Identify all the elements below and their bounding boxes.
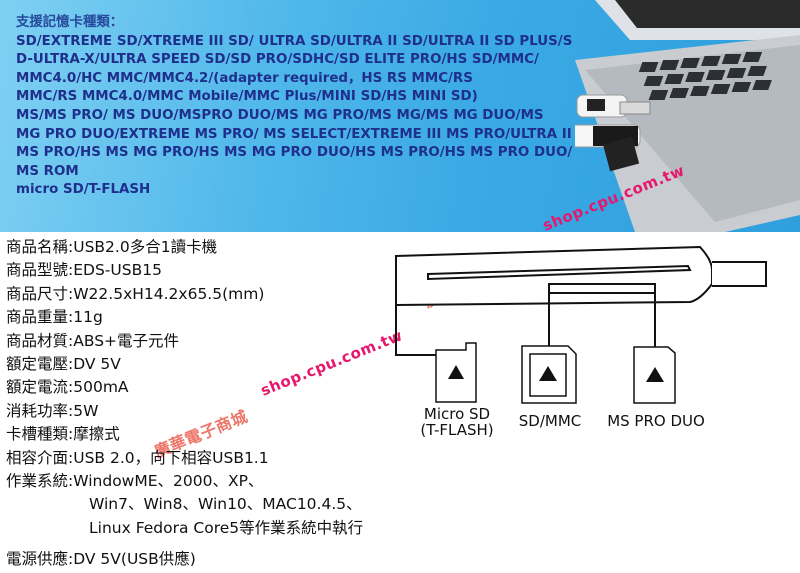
spec-row: 商品型號: EDS-USB15 <box>6 259 436 282</box>
label-microsd-line2: (T-FLASH) <box>420 421 494 439</box>
spec-row: 商品重量: 11g <box>6 306 436 329</box>
sd-card-icon <box>521 345 577 404</box>
spec-label: 額定電壓: <box>6 354 74 373</box>
spec-label: 相容介面: <box>6 448 74 467</box>
label-sdmmc: SD/MMC <box>518 412 582 430</box>
spec-row: 相容介面: USB 2.0，向下相容USB1.1 <box>6 447 436 470</box>
reader-slot-lower <box>548 283 656 294</box>
banner-line: MG PRO DUO/EXTREME MS PRO/ MS SELECT/EXT… <box>16 126 572 142</box>
spec-row: 卡槽種類: 摩擦式 <box>6 423 436 446</box>
banner-line: MMC4.0/HC MMC/MMC4.2/(adapter required，H… <box>16 70 473 86</box>
spec-value: EDS-USB15 <box>73 261 162 280</box>
spec-row: 額定電流: 500mA <box>6 376 436 399</box>
banner-line: MMC/RS MMC4.0/MMC Mobile/MMC Plus/MINI S… <box>16 89 478 105</box>
spec-label: 電源供應: <box>6 550 74 569</box>
spec-value: ABS+電子元件 <box>73 331 180 350</box>
ms-pro-duo-card-icon <box>633 346 676 404</box>
banner-title: 支援記憶卡種類： <box>16 15 124 30</box>
banner-line: MS PRO/HS MS MG PRO/HS MS MG PRO DUO/HS … <box>16 145 573 161</box>
spec-row: 額定電壓: DV 5V <box>6 353 436 376</box>
spec-value: WindowME、2000、XP、 <box>73 471 264 490</box>
microsd-card-icon <box>435 342 477 403</box>
label-microsd: Micro SD (T-FLASH) <box>418 406 496 438</box>
spec-row: 消耗功率: 5W <box>6 400 436 423</box>
spec-value: 500mA <box>73 378 129 397</box>
spec-label: 商品尺寸: <box>6 284 74 303</box>
spec-value: W22.5xH14.2x65.5(mm) <box>73 284 265 303</box>
spec-label: 商品材質: <box>6 331 74 350</box>
label-microsd-line1: Micro SD <box>423 405 491 423</box>
spec-label: 卡槽種類: <box>6 425 74 444</box>
spec-label: 商品名稱: <box>6 238 74 256</box>
banner-line: SD/EXTREME SD/XTREME III SD/ ULTRA SD/UL… <box>16 33 573 49</box>
spec-row-power: 電源供應: DV 5V(USB供應) <box>6 548 436 571</box>
spec-row: 商品材質: ABS+電子元件 <box>6 330 436 353</box>
spec-label: 商品重量: <box>6 308 74 327</box>
spec-row: 作業系統: WindowME、2000、XP、 <box>6 470 436 493</box>
spec-value: USB 2.0，向下相容USB1.1 <box>73 448 269 467</box>
spec-value: 5W <box>73 401 99 420</box>
supported-cards-text: 支援記憶卡種類： SD/EXTREME SD/XTREME III SD/ UL… <box>16 14 576 200</box>
product-spec-list: 商品名稱: USB2.0多合1讀卡機 商品型號: EDS-USB15 商品尺寸:… <box>6 236 436 571</box>
spec-label: 消耗功率: <box>6 401 74 420</box>
spec-row: 商品名稱: USB2.0多合1讀卡機 <box>6 236 436 259</box>
banner-line: micro SD/T-FLASH <box>16 182 151 198</box>
usb-plug-outline <box>712 261 767 287</box>
os-continuation-line: Linux Fedora Core5等作業系統中執行 <box>89 518 364 537</box>
banner-line: MS/MS PRO/ MS DUO/MSPRO DUO/MS MG PRO/MS… <box>16 107 544 123</box>
spec-label: 商品型號: <box>6 261 74 280</box>
spec-value: DV 5V(USB供應) <box>73 550 196 569</box>
spec-value: USB2.0多合1讀卡機 <box>73 238 218 256</box>
laptop-with-card-reader-image <box>575 0 800 232</box>
spec-row: 商品尺寸: W22.5xH14.2x65.5(mm) <box>6 283 436 306</box>
spec-value: 摩擦式 <box>73 425 120 444</box>
supported-cards-banner: 支援記憶卡種類： SD/EXTREME SD/XTREME III SD/ UL… <box>0 0 800 232</box>
spec-label: 額定電流: <box>6 378 74 397</box>
banner-line: D-ULTRA-X/ULTRA SPEED SD/SD PRO/SDHC/SD … <box>16 52 539 68</box>
spec-label: 作業系統: <box>6 471 74 490</box>
spec-value: 11g <box>73 308 103 327</box>
spec-value: DV 5V <box>73 354 121 373</box>
banner-line: MS ROM <box>16 163 79 179</box>
label-ms-pro-duo: MS PRO DUO <box>607 412 705 430</box>
os-continuation-line: Win7、Win8、Win10、MAC10.4.5、 <box>89 495 362 514</box>
